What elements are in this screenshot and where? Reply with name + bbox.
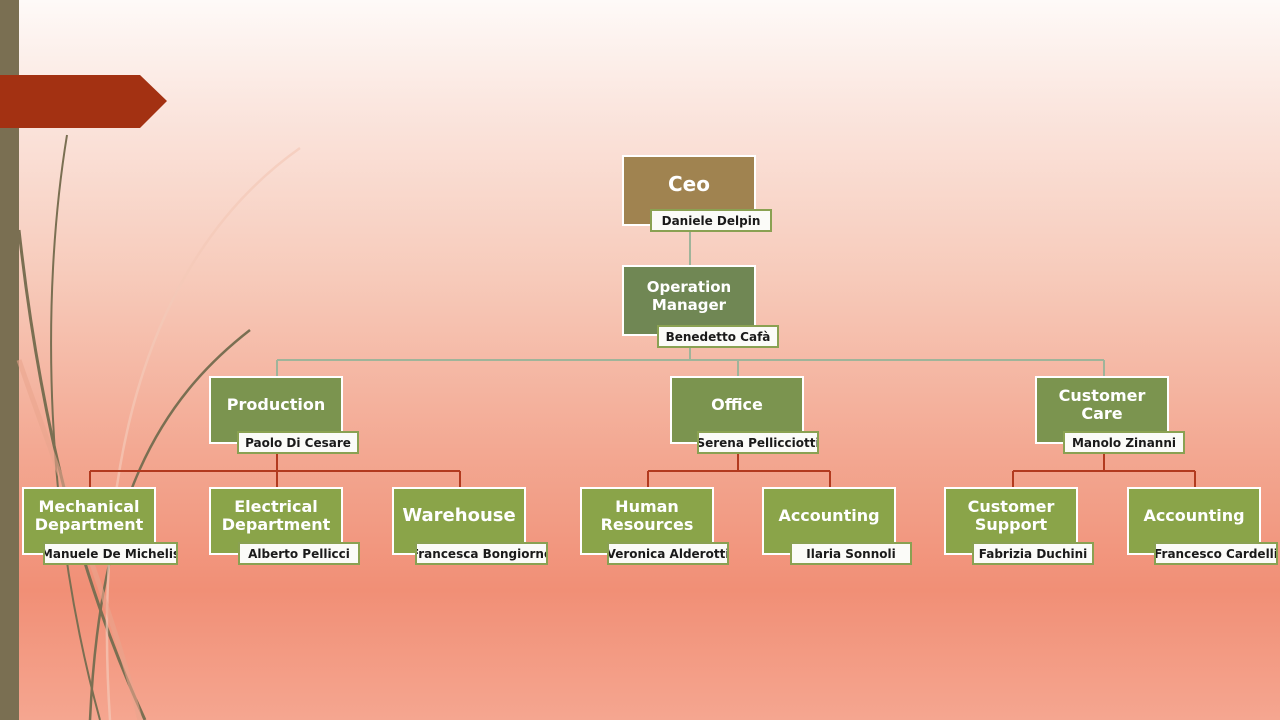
department-head-name: Paolo Di Cesare	[237, 431, 359, 454]
unit-head-name: Manuele De Michelis	[43, 542, 178, 565]
unit-head-name: Francesca Bongiorno	[415, 542, 548, 565]
operation-manager-name: Benedetto Cafà	[657, 325, 779, 348]
unit-head-name: Veronica Alderotti	[607, 542, 729, 565]
left-side-bar	[0, 0, 19, 720]
department-title: Production	[226, 395, 326, 414]
unit-head-name: Alberto Pellicci	[238, 542, 360, 565]
department-title: Office	[711, 395, 763, 414]
unit-head-name: Francesco Cardelli	[1154, 542, 1278, 565]
department-box-office: Office	[670, 376, 804, 444]
unit-title: Customer Support	[967, 497, 1055, 534]
ceo-name: Daniele Delpin	[650, 209, 772, 232]
unit-title: Electrical Department	[221, 497, 331, 534]
department-head-name: Serena Pellicciotti	[697, 431, 819, 454]
unit-title: Accounting	[778, 506, 880, 525]
unit-title: Human Resources	[600, 497, 694, 534]
unit-title: Accounting	[1143, 506, 1245, 525]
operation-manager-box: Operation Manager	[622, 265, 756, 336]
department-title: Customer Care	[1058, 386, 1146, 423]
department-head-name: Manolo Zinanni	[1063, 431, 1185, 454]
title-arrow-tab	[0, 75, 167, 128]
unit-head-name: Ilaria Sonnoli	[790, 542, 912, 565]
ceo-title: Ceo	[668, 171, 710, 196]
unit-head-name: Fabrizia Duchini	[972, 542, 1094, 565]
operation-manager-title: Operation Manager	[646, 277, 732, 314]
unit-title: Mechanical Department	[34, 497, 144, 534]
unit-title: Warehouse	[402, 505, 516, 526]
